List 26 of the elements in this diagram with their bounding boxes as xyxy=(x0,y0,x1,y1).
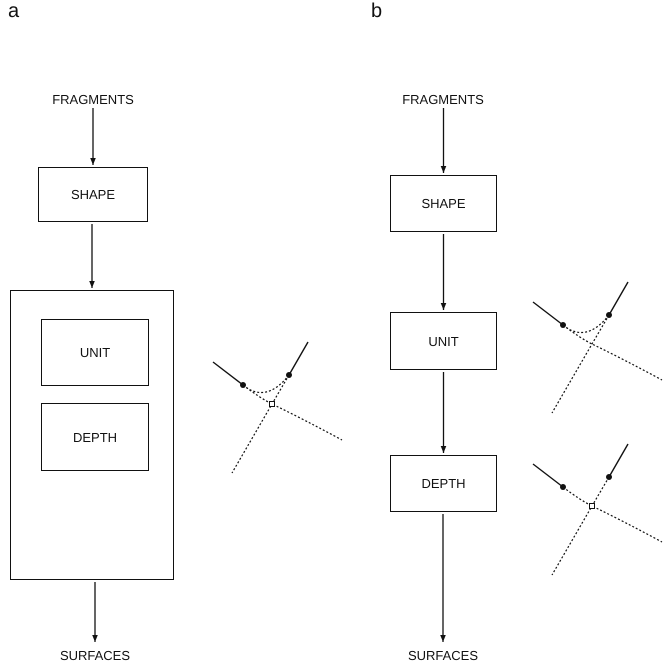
box-label: DEPTH xyxy=(72,430,118,444)
box-label: SHAPE xyxy=(421,196,466,211)
process-box xyxy=(41,319,149,386)
flow-label: SURFACES xyxy=(35,644,155,665)
flow-label: FRAGMENTS xyxy=(33,88,153,110)
arrow xyxy=(440,234,446,310)
box-label: SHAPE xyxy=(70,187,116,202)
box-label: UNIT xyxy=(80,345,110,360)
process-box xyxy=(390,455,497,512)
panel-letter: b xyxy=(371,0,382,23)
process-box xyxy=(41,403,149,471)
box-label: UNIT xyxy=(428,334,459,348)
arrow xyxy=(440,372,446,453)
panel-letter: a xyxy=(8,0,20,23)
process-box xyxy=(38,167,148,222)
flow-label: FRAGMENTS xyxy=(383,88,503,110)
group-box xyxy=(10,290,174,580)
arrow xyxy=(92,582,98,642)
process-box xyxy=(390,312,497,370)
arrow xyxy=(89,224,95,288)
arrow xyxy=(440,108,446,173)
box-label: DEPTH xyxy=(421,476,466,491)
arrow xyxy=(440,514,446,642)
arrow xyxy=(90,108,96,165)
process-box xyxy=(390,175,497,232)
flow-label: SURFACES xyxy=(383,644,503,665)
